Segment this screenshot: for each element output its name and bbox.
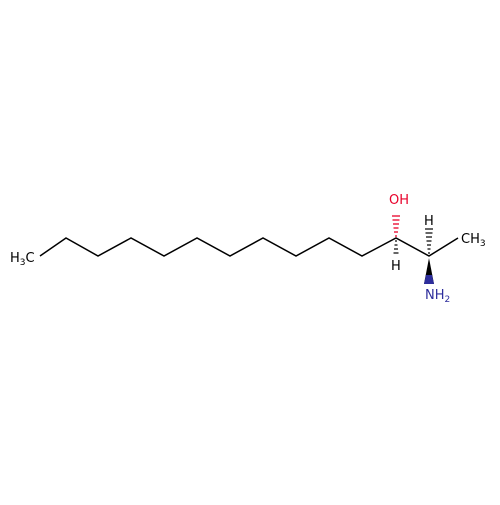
hashed-wedge-h-c3 — [393, 240, 399, 254]
methyl-right-label: CH3 — [461, 232, 486, 249]
methyl-left-label: H3C — [10, 251, 35, 268]
hydrogen-c3-label: H — [391, 259, 401, 274]
hydrogen-c2-label: H — [424, 214, 434, 229]
hashed-wedge-h-c2 — [425, 228, 433, 254]
solid-wedge-nh2-tip — [424, 275, 434, 284]
carbon-chain-bond — [39, 237, 459, 257]
amine-label: NH2 — [425, 288, 450, 305]
hydroxyl-label: OH — [389, 193, 409, 208]
hashed-wedge-oh — [392, 215, 400, 237]
